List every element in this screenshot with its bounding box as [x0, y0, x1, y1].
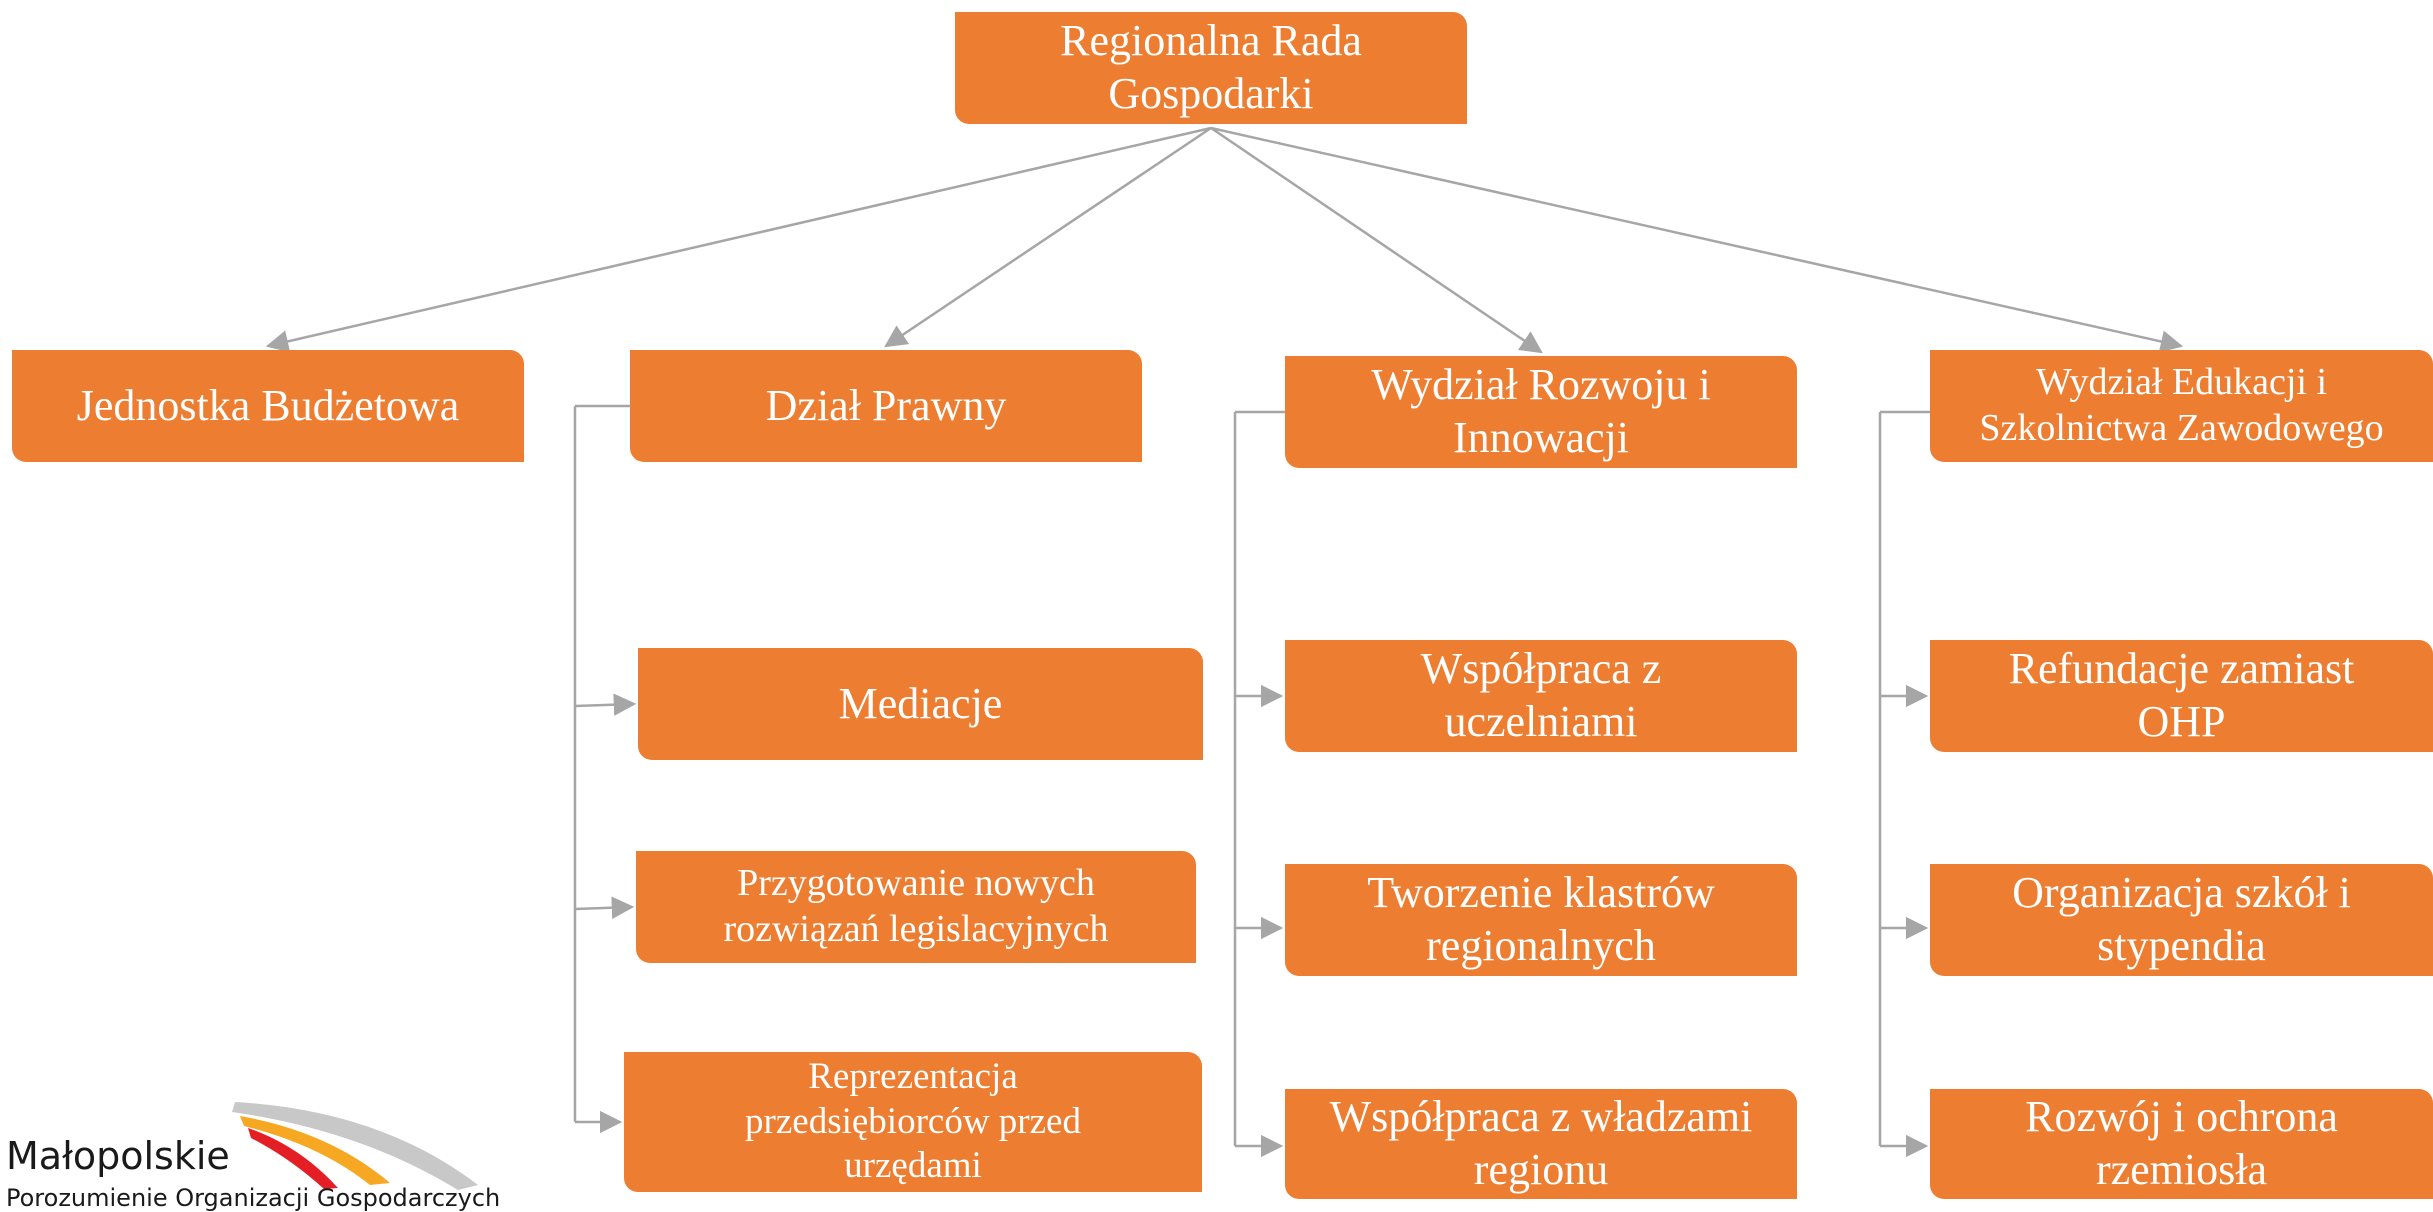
logo-title: Małopolskie: [6, 1134, 230, 1178]
connector-root-to-prawny: [884, 126, 1212, 348]
node-przygotowanie-rozwiazan: Przygotowanie nowych rozwiązań legislacy…: [636, 851, 1196, 963]
node-rozwoj-rzemiosla: Rozwój i ochrona rzemiosła: [1930, 1089, 2433, 1199]
root-node: Regionalna Rada Gospodarki: [955, 12, 1467, 124]
dept-wydzial-rozwoju: Wydział Rozwoju i Innowacji: [1285, 356, 1797, 468]
node-refundacje-ohp: Refundacje zamiast OHP: [1930, 640, 2433, 752]
node-tworzenie-klastrow: Tworzenie klastrów regionalnych: [1285, 864, 1797, 976]
node-wspolpraca-uczelnie: Współpraca z uczelniami: [1285, 640, 1797, 752]
node-wspolpraca-wladze: Współpraca z władzami regionu: [1285, 1089, 1797, 1199]
node-organizacja-szkol: Organizacja szkół i stypendia: [1930, 864, 2433, 976]
logo-stripe-red: [248, 1128, 338, 1189]
node-mediacje: Mediacje: [638, 648, 1203, 760]
logo-stripe-orange: [240, 1116, 390, 1185]
dept-jednostka-budzetowa: Jednostka Budżetowa: [12, 350, 524, 462]
connector-root-to-edukacja: [1210, 126, 2184, 353]
connector-root-to-jednostka: [265, 126, 1212, 353]
connector-prawny-to-przygotowanie: [574, 896, 635, 919]
dept-wydzial-edukacji: Wydział Edukacji i Szkolnictwa Zawodoweg…: [1930, 350, 2433, 462]
connector-prawny-to-mediacje: [574, 693, 637, 716]
connector-root-to-rozwoj: [1210, 126, 1543, 354]
dept-dzial-prawny: Dział Prawny: [630, 350, 1142, 462]
logo-stripe-gray: [232, 1102, 478, 1190]
logo-subtitle: Porozumienie Organizacji Gospodarczych: [6, 1184, 501, 1212]
node-reprezentacja-przedsiebiorcow: Reprezentacja przedsiębiorców przed urzę…: [624, 1052, 1202, 1192]
logo-swoosh: [232, 1102, 478, 1190]
